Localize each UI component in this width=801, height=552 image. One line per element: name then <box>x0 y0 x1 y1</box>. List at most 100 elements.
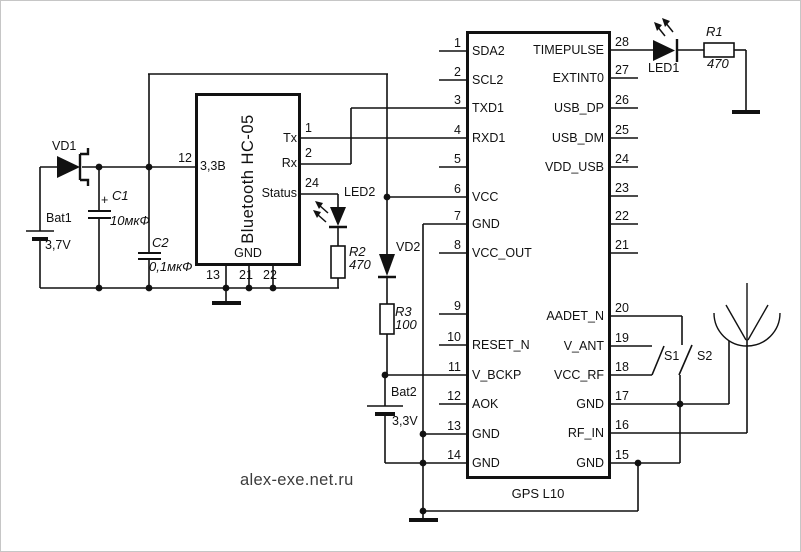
led1-icon <box>653 18 679 62</box>
gps-pin-number: 4 <box>454 123 461 137</box>
bt-pin-number-2: 2 <box>305 146 312 160</box>
bt-gnd-label: GND <box>234 246 262 260</box>
bt-pin-number-21: 21 <box>239 268 253 282</box>
r1-label: R1 <box>706 24 723 39</box>
gps-pin-number: 3 <box>454 93 461 107</box>
bt-pin-number-22: 22 <box>263 268 277 282</box>
bat2-value: 3,3V <box>392 414 418 428</box>
gps-pin-label: GND <box>576 456 604 470</box>
c2-value: 0,1мкФ <box>149 259 193 274</box>
r1-resistor-icon <box>703 42 735 58</box>
vd1-schottky-diode-icon <box>57 148 90 186</box>
gps-pin-label: V_BCKP <box>472 368 522 382</box>
bat1-label: Bat1 <box>46 211 72 225</box>
gps-pin-label: GND <box>472 427 500 441</box>
bt-tx-label: Tx <box>283 131 297 145</box>
c1-capacitor-icon <box>88 210 111 219</box>
r2-value: 470 <box>349 257 371 272</box>
s2-switch-icon <box>678 344 693 376</box>
led1-label: LED1 <box>648 61 680 75</box>
c1-label: C1 <box>112 188 129 203</box>
gps-pin-number: 22 <box>615 209 629 223</box>
gps-pin-label: AOK <box>472 397 499 411</box>
gps-pin-label: V_ANT <box>563 339 604 353</box>
bt-pin-number-1: 1 <box>305 121 312 135</box>
c1-value: 10мкФ <box>110 213 150 228</box>
gps-pin-label: GND <box>576 397 604 411</box>
s1-label: S1 <box>664 349 680 363</box>
gps-pin-number: 28 <box>615 35 629 49</box>
r2-label: R2 <box>349 244 366 259</box>
gps-pin-number: 17 <box>615 389 629 403</box>
gps-pin-label: USB_DM <box>551 131 604 145</box>
s1-switch-icon <box>651 345 665 376</box>
gps-pin-number: 13 <box>447 419 461 433</box>
gps-pin-label: TXD1 <box>472 101 504 115</box>
gps-pin-number: 6 <box>454 182 461 196</box>
bt-status-label: Status <box>261 186 297 200</box>
gps-pin-number: 24 <box>615 152 629 166</box>
gps-pin-number: 11 <box>448 360 461 374</box>
r3-value: 100 <box>395 317 417 332</box>
gps-pin-number: 26 <box>615 93 629 107</box>
gps-pin-number: 20 <box>615 301 629 315</box>
led2-icon <box>313 201 347 229</box>
gps-pin-label: VCC_RF <box>553 368 604 382</box>
wires <box>39 49 748 520</box>
gps-pin-number: 5 <box>454 152 461 166</box>
s2-label: S2 <box>697 349 713 363</box>
bt-power-label: 3,3В <box>200 159 226 173</box>
vd1-label: VD1 <box>52 139 77 153</box>
c2-capacitor-icon <box>138 252 161 260</box>
gps-pin-label: RF_IN <box>567 426 604 440</box>
led2-label: LED2 <box>344 185 376 199</box>
gps-pin-number: 27 <box>615 63 629 77</box>
gps-pin-number: 9 <box>454 299 461 313</box>
gps-pin-number: 8 <box>454 238 461 252</box>
bat1-battery-icon <box>26 230 54 241</box>
gps-pin-number: 7 <box>454 209 461 223</box>
gps-pin-number: 18 <box>615 360 629 374</box>
gps-pin-label: VDD_USB <box>544 160 604 174</box>
bt-pin-number-12: 12 <box>178 151 192 165</box>
bluetooth-title: Bluetooth HC-05 <box>239 114 257 244</box>
gps-pin-number: 21 <box>615 238 629 252</box>
r3-label: R3 <box>395 304 412 319</box>
bt-pin-number-13: 13 <box>206 268 220 282</box>
gps-pin-label: RESET_N <box>472 338 530 352</box>
gps-pin-number: 1 <box>454 36 461 50</box>
gps-pin-label: USB_DP <box>553 101 604 115</box>
gps-pin-number: 10 <box>447 330 461 344</box>
r1-value: 470 <box>707 56 729 71</box>
gps-pin-label: RXD1 <box>472 131 506 145</box>
r3-resistor-icon <box>379 303 395 335</box>
bat1-value: 3,7V <box>45 238 71 252</box>
gps-pin-label: GND <box>472 217 500 231</box>
site-watermark: alex-exe.net.ru <box>240 471 354 489</box>
gps-pin-label: TIMEPULSE <box>533 43 604 57</box>
r2-resistor-icon <box>330 245 346 279</box>
gps-pin-label: VCC <box>472 190 499 204</box>
c1-polarity: + <box>101 193 109 207</box>
gps-pin-number: 14 <box>447 448 461 462</box>
vd2-diode-icon <box>378 254 396 279</box>
c2-label: C2 <box>152 235 169 250</box>
gps-pin-number: 2 <box>454 65 461 79</box>
bat2-battery-icon <box>367 405 403 416</box>
gps-pin-number: 12 <box>447 389 461 403</box>
gps-pin-label: GND <box>472 456 500 470</box>
gps-pin-number: 23 <box>615 181 629 195</box>
gps-pin-number: 15 <box>615 448 629 462</box>
gps-pin-number: 25 <box>615 123 629 137</box>
gps-pin-number: 19 <box>615 331 629 345</box>
ground-symbols <box>212 110 760 522</box>
gps-pin-label: SDA2 <box>472 44 505 58</box>
antenna-icon <box>713 283 781 347</box>
bluetooth-module-box <box>195 93 301 266</box>
gps-pin-label: EXTINT0 <box>552 71 604 85</box>
gps-pin-label: VCC_OUT <box>472 246 532 260</box>
bt-pin-number-24: 24 <box>305 176 319 190</box>
gps-pin-number: 16 <box>615 418 629 432</box>
